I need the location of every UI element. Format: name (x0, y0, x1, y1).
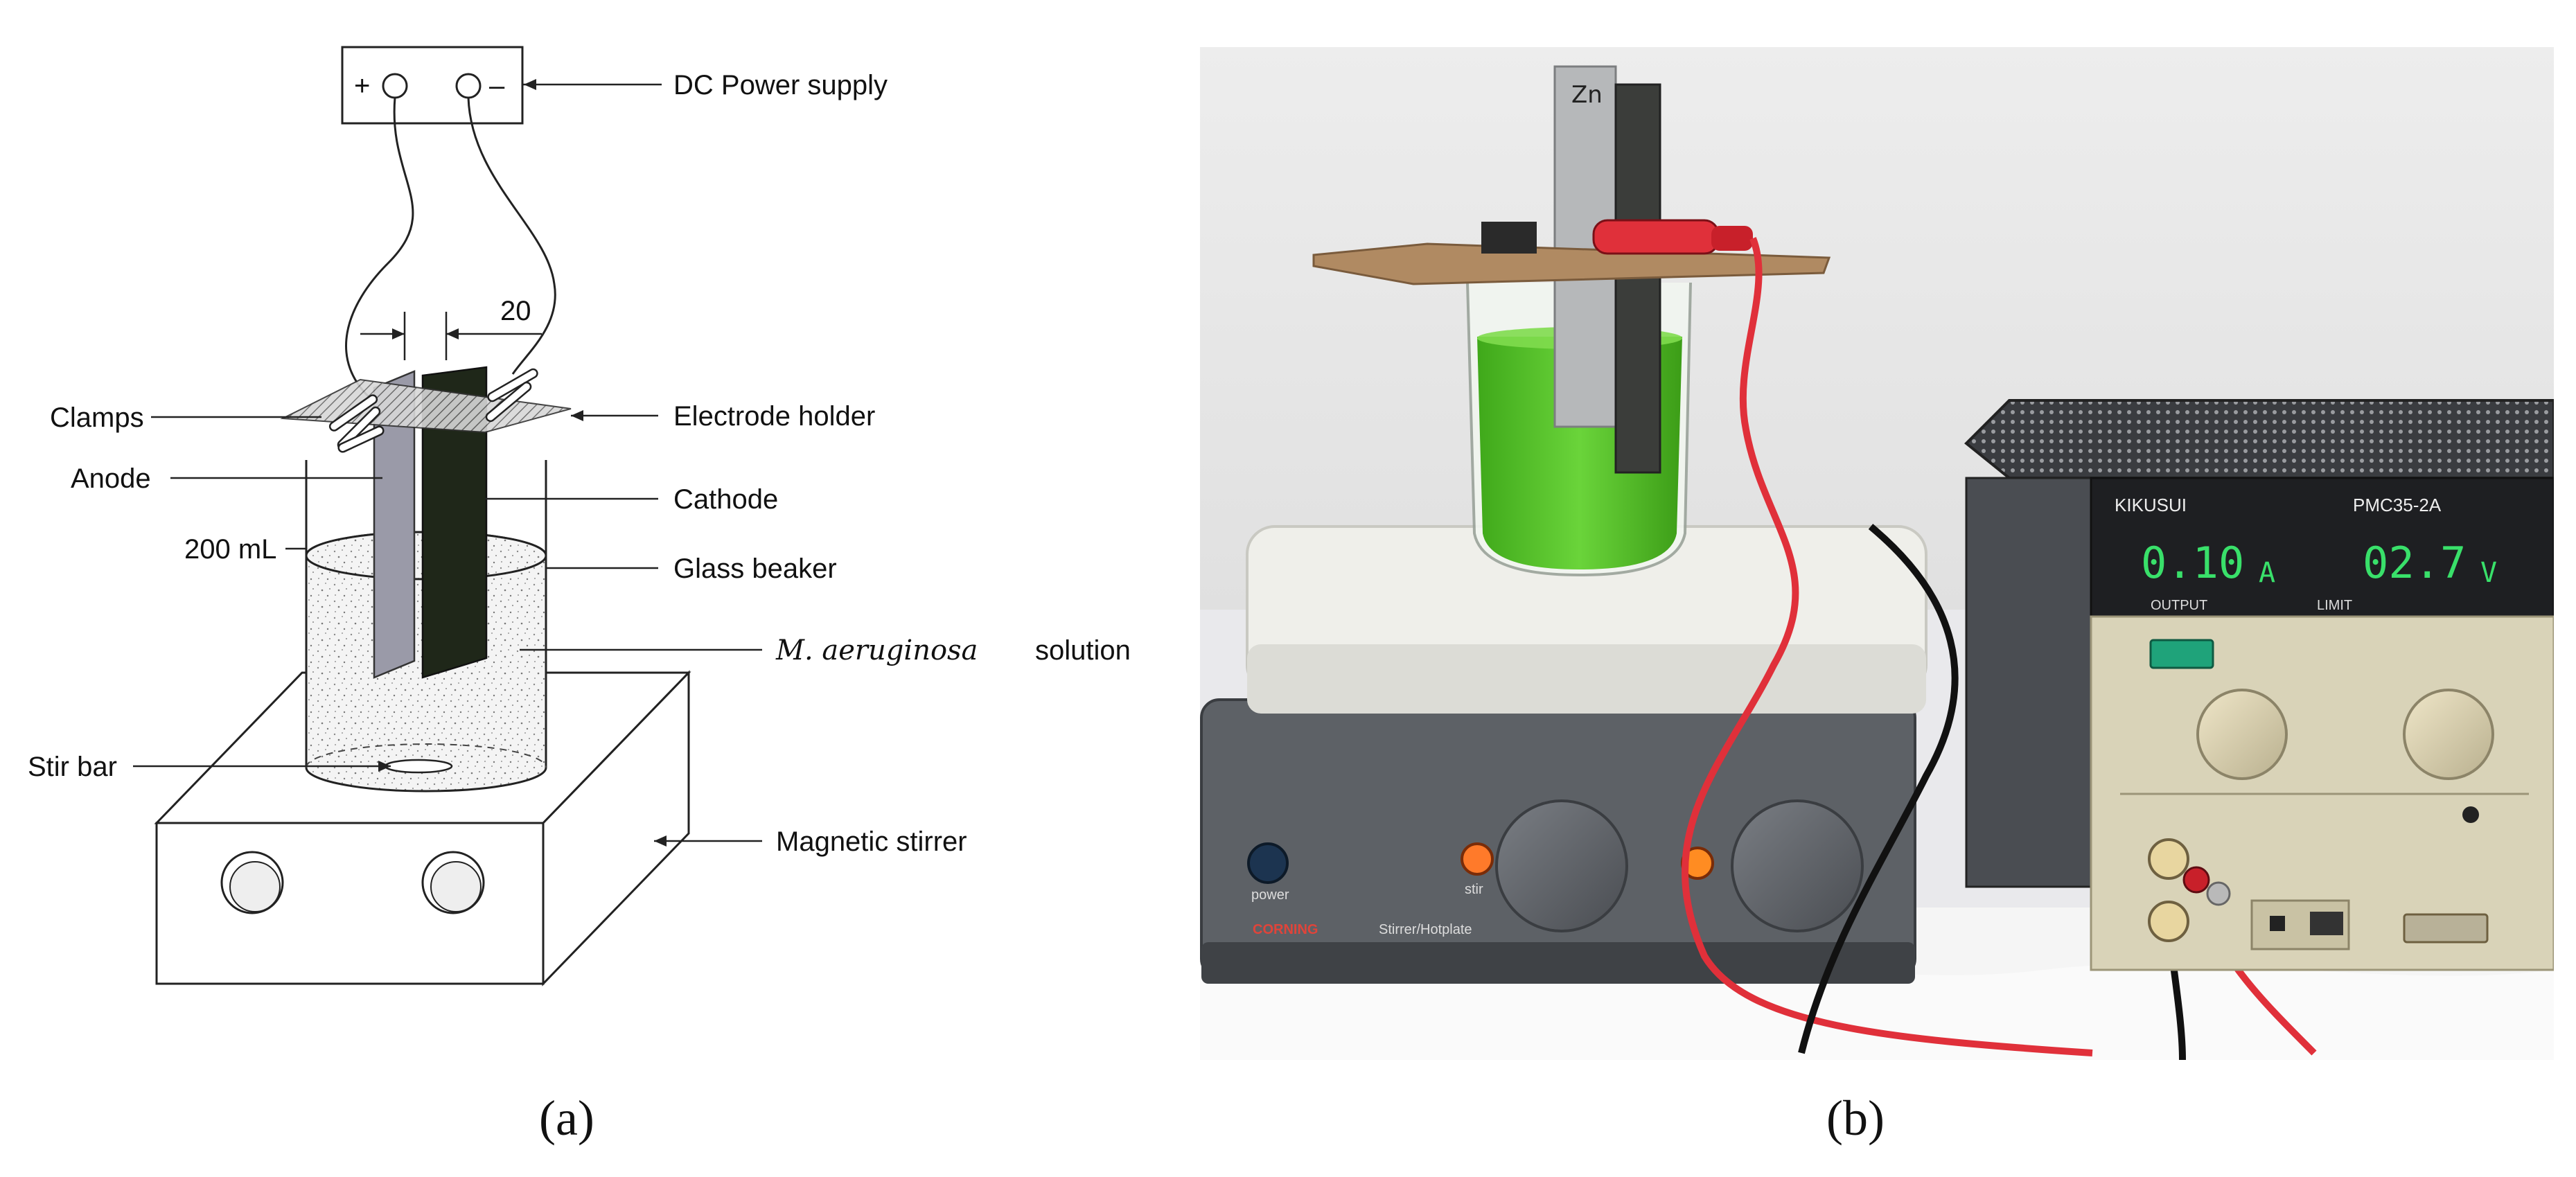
current-unit: A (2259, 557, 2275, 589)
electrode-holder-label: Electrode holder (673, 401, 875, 432)
power-brand-label: KIKUSUI (2115, 495, 2187, 515)
stirrer-brand-label: CORNING (1253, 922, 1318, 937)
voltage-knob[interactable] (2403, 689, 2494, 780)
glass-beaker-label: Glass beaker (673, 554, 837, 584)
dc-power-supply-label: DC Power supply (673, 70, 888, 100)
gap-dimension-value: 20 (500, 296, 531, 326)
anode-wire (345, 97, 414, 403)
electrode-gap-dimension: 20 (360, 296, 542, 360)
solution-species-label: M. aeruginosa (775, 635, 978, 666)
cathode-plate (421, 366, 488, 679)
photo-panel: power stir CORNING Stirrer/Hotplate Zn (1200, 47, 2554, 1146)
caption-b: (b) (1826, 1090, 1885, 1146)
electrode-holder-plate (280, 378, 572, 434)
minus-terminal-sign: – (489, 71, 505, 101)
heat-knob[interactable] (1731, 799, 1864, 932)
alligator-clip (1592, 219, 1753, 255)
clamps-label: Clamps (50, 402, 144, 433)
display-panel (2090, 477, 2554, 618)
volume-mark-label: 200 mL (184, 534, 276, 565)
power-button[interactable] (1247, 842, 1289, 884)
positive-terminal-icon (382, 73, 408, 99)
anode-plate (373, 370, 416, 679)
schematic-panel: + – DC Power supply 20 (28, 46, 1131, 1146)
arrow-icon (571, 410, 583, 421)
power-switch[interactable] (2403, 913, 2489, 944)
negative-terminal-icon (455, 73, 482, 99)
stir-bar-label: Stir bar (28, 752, 117, 782)
dc-power-supply-photo: KIKUSUI PMC35-2A 0.10 A 02.7 V OUTPUT LI… (1964, 399, 2554, 971)
plus-terminal-sign: + (354, 71, 370, 101)
current-knob[interactable] (2196, 689, 2288, 780)
positive-output-terminal[interactable] (2148, 838, 2189, 880)
arrow-icon (378, 761, 391, 772)
ventilation-grille (1964, 399, 2554, 479)
stir-speed-knob[interactable] (1495, 799, 1628, 932)
dc-power-supply-box: + – (341, 46, 524, 125)
black-wire (1798, 524, 1959, 1054)
power-button-label: power (1251, 887, 1289, 903)
arrow-icon (524, 79, 536, 90)
arrow-icon (654, 835, 667, 847)
solution-word-label: solution (1035, 635, 1131, 666)
red-wire (1682, 237, 2093, 1056)
sense-jack-icon (2462, 806, 2479, 823)
hotplate-stirrer: power stir CORNING Stirrer/Hotplate (1200, 525, 1927, 984)
anode-label: Anode (71, 463, 151, 494)
current-readout: 0.10 (2141, 538, 2244, 588)
voltage-readout: 02.7 (2363, 538, 2466, 588)
voltage-unit: V (2480, 557, 2497, 589)
output-button[interactable] (2149, 639, 2214, 669)
limit-label: LIMIT (2317, 598, 2352, 613)
stirrer-model-label: Stirrer/Hotplate (1379, 922, 1472, 937)
electrode-marking: Zn (1571, 81, 1603, 109)
negative-output-terminal[interactable] (2148, 901, 2189, 942)
magnetic-stirrer-label: Magnetic stirrer (776, 826, 967, 857)
black-clip (1481, 222, 1537, 254)
stir-label: stir (1465, 882, 1483, 897)
magnetic-stirrer (154, 670, 691, 986)
cathode-label: Cathode (673, 484, 778, 515)
cathode-wire (467, 97, 556, 375)
output-label: OUTPUT (2151, 598, 2207, 613)
clamps (328, 368, 538, 453)
caption-a: (a) (539, 1090, 594, 1146)
stir-indicator-light (1461, 842, 1494, 876)
stir-bar-icon (384, 759, 453, 774)
power-model-label: PMC35-2A (2353, 495, 2442, 515)
